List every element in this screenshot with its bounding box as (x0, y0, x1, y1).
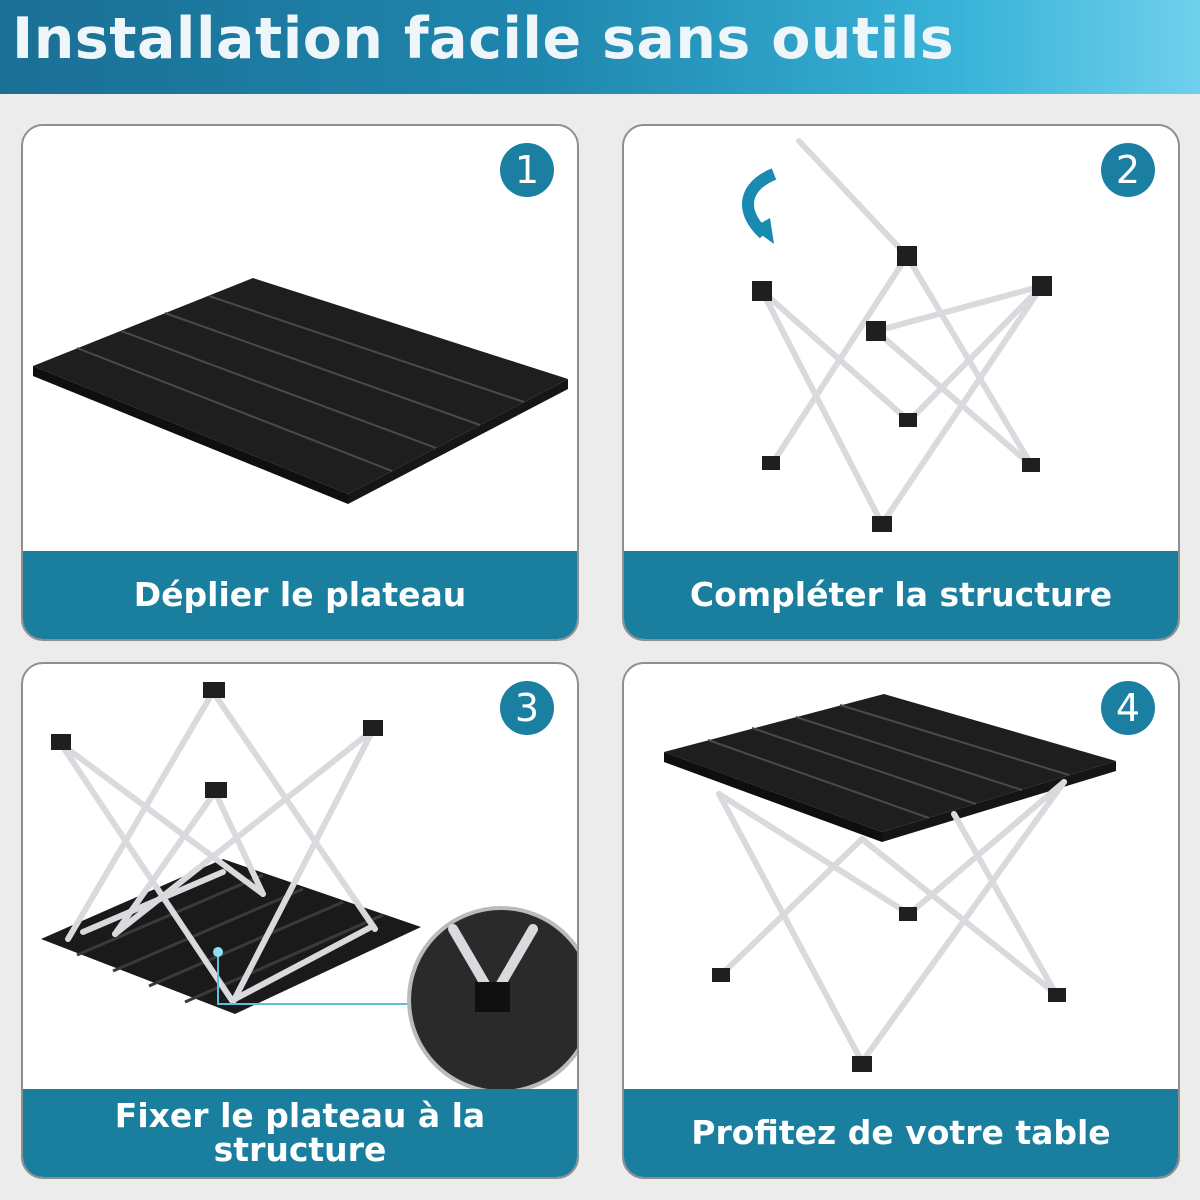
caption-bar: Fixer le plateau à la structure (23, 1089, 577, 1177)
step-number-badge: 3 (500, 681, 554, 735)
folded-tabletop-illustration (33, 278, 568, 504)
step-card-3: 3 Fixer le plateau à la structure (21, 662, 579, 1179)
step-caption: Compléter la structure (689, 575, 1113, 614)
page-title: Installation facile sans outils (12, 6, 955, 72)
step-caption: Déplier le plateau (133, 575, 467, 614)
caption-bar: Compléter la structure (624, 551, 1178, 639)
step-number-badge: 2 (1101, 143, 1155, 197)
step-card-4: 4 Profitez de votre table (622, 662, 1180, 1179)
step-caption: Profitez de votre table (691, 1113, 1111, 1152)
caption-bar: Déplier le plateau (23, 551, 577, 639)
step-card-1: 1 Déplier le plateau (21, 124, 579, 641)
frame-assembly-illustration (742, 138, 1052, 532)
header-banner: Installation facile sans outils (0, 0, 1200, 94)
step-number-badge: 1 (500, 143, 554, 197)
step-card-2: 2 Compléter la structure (622, 124, 1180, 641)
step-caption: Fixer le plateau à la structure (114, 1096, 486, 1169)
caption-bar: Profitez de votre table (624, 1089, 1178, 1177)
step-number-badge: 4 (1101, 681, 1155, 735)
attach-tabletop-illustration (41, 682, 577, 1094)
finished-table-illustration (664, 694, 1116, 1072)
